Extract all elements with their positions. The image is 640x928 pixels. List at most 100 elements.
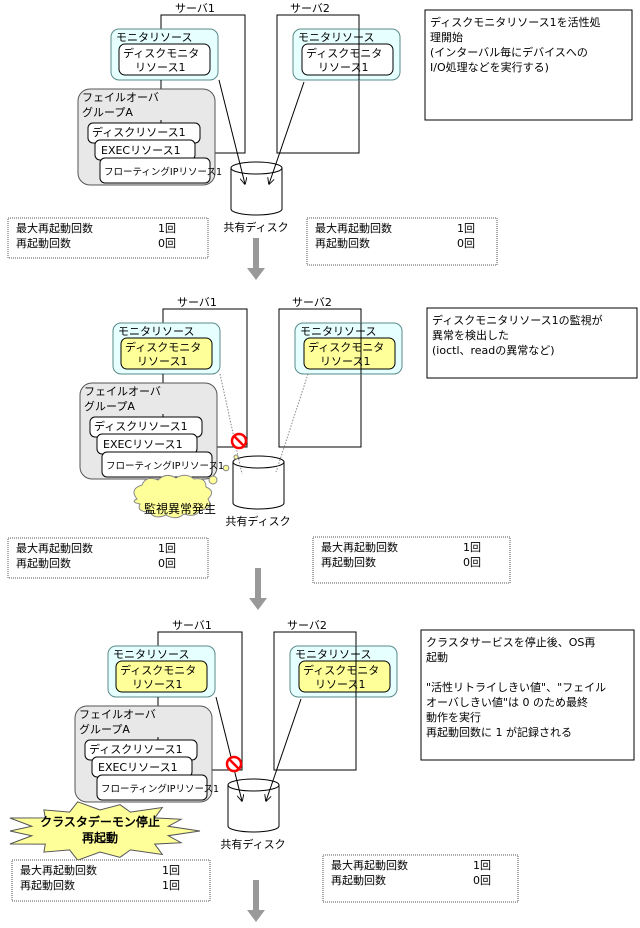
note-box	[426, 307, 638, 379]
restart-count-box	[11, 859, 211, 902]
restart-count-label: 再起動回数	[321, 555, 376, 569]
note-box	[420, 629, 635, 761]
floating-ip-resource-label: フローティングIPリソース1	[104, 166, 222, 178]
max-restart-value: 1回	[463, 541, 481, 554]
shared-disk-label: 共有ディスク	[220, 837, 285, 851]
max-restart-label: 最大再起動回数	[321, 540, 398, 554]
disk-monitor-label-line2: リソース1	[315, 678, 365, 691]
starburst-shape	[9, 801, 201, 861]
restart-count-value: 0回	[457, 237, 475, 250]
restart-count-label: 再起動回数	[16, 556, 71, 570]
disk-monitor-resource-box	[115, 660, 208, 693]
monitor-io-arrow	[215, 696, 242, 801]
prohibited-icon	[225, 755, 243, 773]
failover-group-a: フェイルオーバグループAディスクリソース1EXECリソース1フローティングIPリ…	[79, 382, 224, 480]
failover-group-label-line2: グループA	[82, 105, 133, 119]
restart-count-value: 1回	[162, 879, 180, 892]
max-restart-value: 1回	[158, 222, 176, 235]
shared-disk-body	[232, 462, 285, 510]
server2-label: サーバ2	[287, 619, 327, 632]
error-callout: 監視異常発生	[133, 454, 239, 519]
monitor-resource-label: モニタリソース	[300, 325, 376, 338]
monitor-access-dotted-line	[275, 373, 309, 473]
disk-monitor-resource-box	[118, 43, 211, 76]
disk-monitor-resource-box	[301, 43, 394, 76]
shared-disk: 共有ディスク	[220, 778, 286, 851]
shared-disk: 共有ディスク	[223, 161, 289, 234]
floating-ip-resource-label: フローティングIPリソース1	[101, 783, 219, 795]
restart-count-value: 0回	[473, 874, 491, 887]
monitor-resource-label: モニタリソース	[295, 648, 371, 661]
disk-monitor-label-line2: リソース1	[318, 61, 368, 74]
thought-bubble	[208, 475, 218, 485]
cloud-shape	[133, 474, 212, 519]
server2-label: サーバ2	[290, 2, 330, 15]
max-restart-value: 1回	[158, 542, 176, 555]
disk-monitor-label-line1: ディスクモニタ	[308, 340, 384, 354]
disk-monitor-label-line1: ディスクモニタ	[123, 46, 199, 60]
exec-resource-label: EXECリソース1	[103, 438, 183, 451]
starburst-label-line2: 再起動	[82, 830, 118, 845]
restart-count-label: 再起動回数	[315, 236, 370, 250]
max-restart-label: 最大再起動回数	[315, 221, 392, 235]
exec-resource-label: EXECリソース1	[98, 761, 178, 774]
restart-count-box	[306, 217, 498, 266]
monitor-resource-label: モニタリソース	[298, 31, 374, 44]
monitor-io-arrow	[266, 698, 302, 801]
description-note: ディスクモニタリソース1を活性処理開始(インターバル毎にデバイスへのI/O処理な…	[424, 9, 633, 121]
disk-monitor-resource-box	[120, 337, 213, 370]
note-line: 異常を検出した	[432, 328, 509, 342]
disk-monitor-label-line1: ディスクモニタ	[303, 663, 379, 677]
shared-disk-body	[230, 168, 283, 216]
shared-disk: 共有ディスク	[225, 455, 291, 528]
monitor-resource-label: モニタリソース	[118, 325, 194, 338]
floating-ip-resource-label: フローティングIPリソース1	[106, 460, 224, 472]
note-line: (ioctl、readの異常など)	[432, 344, 555, 357]
disk-monitor-label-line2: リソース1	[320, 355, 370, 368]
restart-count-box	[7, 537, 209, 579]
restart-count-label: 再起動回数	[331, 873, 386, 887]
note-line: オーバしきい値"は 0 のため最終	[426, 695, 588, 709]
note-line: ディスクモニタリソース1の監視が	[432, 313, 603, 327]
note-line: I/O処理などを実行する)	[430, 60, 549, 74]
note-line: "活性リトライしきい値"、"フェイル	[426, 680, 606, 694]
server2-label: サーバ2	[292, 296, 332, 309]
next-step-arrow-icon	[249, 568, 267, 610]
prohibited-icon	[230, 432, 248, 450]
max-restart-label: 最大再起動回数	[16, 221, 93, 235]
restart-count-box	[312, 536, 511, 584]
note-line: (インターバル毎にデバイスへの	[430, 45, 588, 59]
restart-count-label: 再起動回数	[16, 236, 71, 250]
disk-resource-label: ディスクリソース1	[89, 742, 183, 756]
floating-ip-resource-box	[96, 774, 208, 801]
exec-resource-label: EXECリソース1	[101, 144, 181, 157]
floating-ip-resource-box	[101, 451, 213, 478]
note-line: クラスタサービスを停止後、OS再	[426, 635, 595, 649]
server1-label: サーバ1	[175, 2, 215, 15]
floating-ip-resource-box	[99, 157, 211, 184]
note-line: 起動	[426, 650, 448, 664]
max-restart-label: 最大再起動回数	[20, 863, 97, 877]
disk-monitor-label-line2: リソース1	[135, 61, 185, 74]
monitor-resource-label: モニタリソース	[116, 31, 192, 44]
shared-disk-label: 共有ディスク	[225, 514, 290, 528]
failover-group-a: フェイルオーバグループAディスクリソース1EXECリソース1フローティングIPリ…	[74, 705, 219, 803]
server1-label: サーバ1	[172, 619, 212, 632]
max-restart-label: 最大再起動回数	[16, 541, 93, 555]
restart-count-value: 0回	[158, 557, 176, 570]
max-restart-value: 1回	[457, 222, 475, 235]
note-line: 再起動回数に 1 が記録される	[426, 725, 572, 739]
prohibited-slash	[233, 435, 245, 447]
note-line: ディスクモニタリソース1を活性処	[430, 15, 601, 29]
disk-monitor-label-line1: ディスクモニタ	[125, 340, 201, 354]
